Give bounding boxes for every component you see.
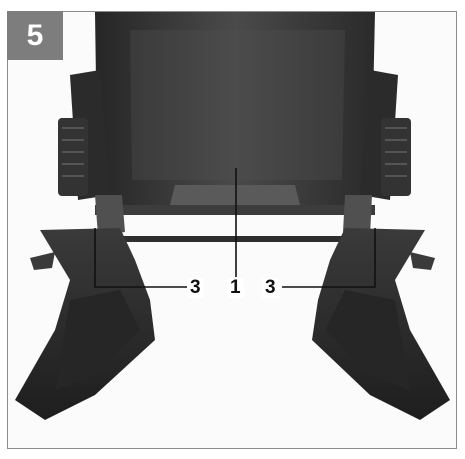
leader-lines [94, 168, 376, 288]
step-number-badge: 5 [7, 11, 63, 60]
callout-label-1: 1 [227, 278, 244, 298]
callout-label-3-left: 3 [187, 278, 204, 298]
axle-rod [95, 205, 375, 215]
catcher-body [95, 12, 375, 205]
callout-label-3-right: 3 [262, 278, 279, 298]
